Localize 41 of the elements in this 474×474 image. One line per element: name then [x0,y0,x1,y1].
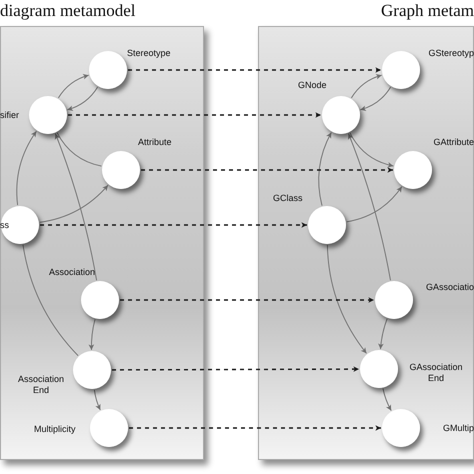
node-label: GAssociation End [408,362,464,384]
arrow [58,74,90,98]
node-label: Stereotype [127,48,172,59]
mapping-arrow [128,67,381,73]
arrow [326,244,367,354]
arrow [16,130,37,206]
node-label: GStereotyp [427,48,474,59]
mapping-arrow [112,366,359,372]
node-label: ss [0,220,10,231]
node-label: Association [49,267,96,278]
arrow [346,186,402,222]
connector-line [22,244,79,356]
arrow [378,318,388,350]
node-label: GNode [298,80,328,91]
arrow [66,86,98,111]
node-label: GClass [273,193,304,204]
arrow [348,133,391,281]
arrow [54,133,98,281]
mapping-arrow [120,297,374,303]
arrow [360,86,392,111]
connector-line [56,132,102,167]
arrow [382,388,392,412]
node-label: Attribute [138,137,173,148]
node-label: GMultip [442,423,474,434]
arrow [39,184,108,223]
node-label: Association End [16,374,66,396]
node-label: GAttribute [432,137,474,148]
node-label: Multiplicity [34,424,77,435]
arrow [94,389,101,410]
arrow [350,132,394,168]
arrow [318,132,332,206]
mapping-arrow [129,425,381,431]
panel-title: Graph metam [381,1,474,21]
mapping-arrow [141,167,393,173]
arrow [88,318,96,350]
node-label: GAssociatio [424,282,474,293]
panel-title: diagram metamodel [0,1,136,21]
mapping-arrow [68,112,321,118]
node-label: sifier [0,110,20,121]
arrow [350,74,382,98]
mapping-arrow [40,222,307,228]
